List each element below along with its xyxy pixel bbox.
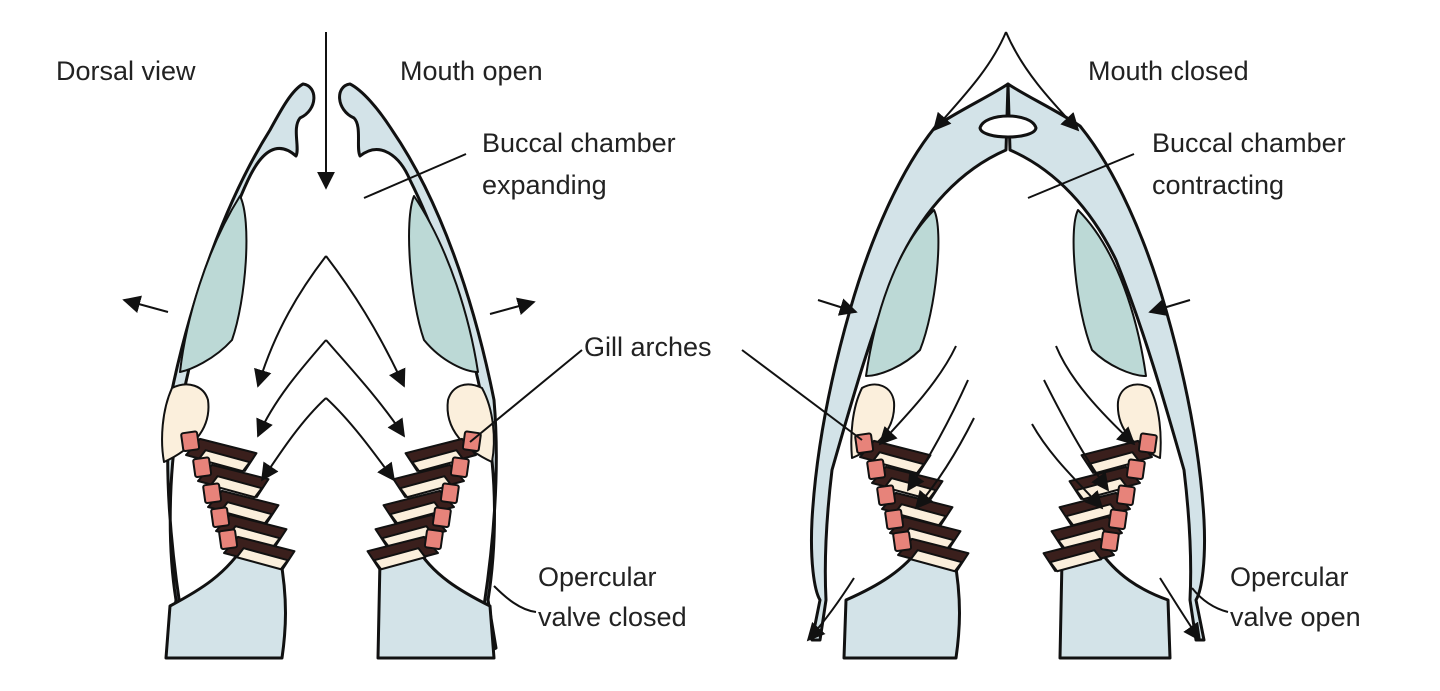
gill-arches-right-closed bbox=[1040, 424, 1159, 581]
gill-arches-left-closed bbox=[853, 424, 972, 581]
right-body-wall-open bbox=[338, 82, 498, 654]
label-opercular-closed-line1: Opercular bbox=[538, 562, 657, 592]
label-opercular-open-line2: valve open bbox=[1230, 602, 1361, 632]
right-body-wall-closed bbox=[1006, 82, 1207, 642]
panel-mouth-open bbox=[122, 32, 583, 660]
gill-arches-left-open bbox=[179, 422, 298, 579]
label-buccal-contracting-line2: contracting bbox=[1152, 170, 1284, 200]
label-mouth-open: Mouth open bbox=[400, 56, 543, 86]
label-buccal-expanding-line2: expanding bbox=[482, 170, 607, 200]
label-dorsal-view: Dorsal view bbox=[56, 56, 196, 86]
gill-arches-right-open bbox=[364, 422, 483, 579]
label-opercular-open-line1: Opercular bbox=[1230, 562, 1349, 592]
label-opercular-closed-line2: valve closed bbox=[538, 602, 687, 632]
flow-arrows-closed bbox=[806, 31, 1202, 642]
label-mouth-closed: Mouth closed bbox=[1088, 56, 1249, 86]
panel-mouth-closed bbox=[741, 31, 1229, 660]
label-gill-arches: Gill arches bbox=[584, 332, 712, 362]
label-buccal-contracting-line1: Buccal chamber bbox=[1152, 128, 1346, 158]
label-buccal-expanding-line1: Buccal chamber bbox=[482, 128, 676, 158]
flow-arrows-open bbox=[122, 32, 536, 482]
